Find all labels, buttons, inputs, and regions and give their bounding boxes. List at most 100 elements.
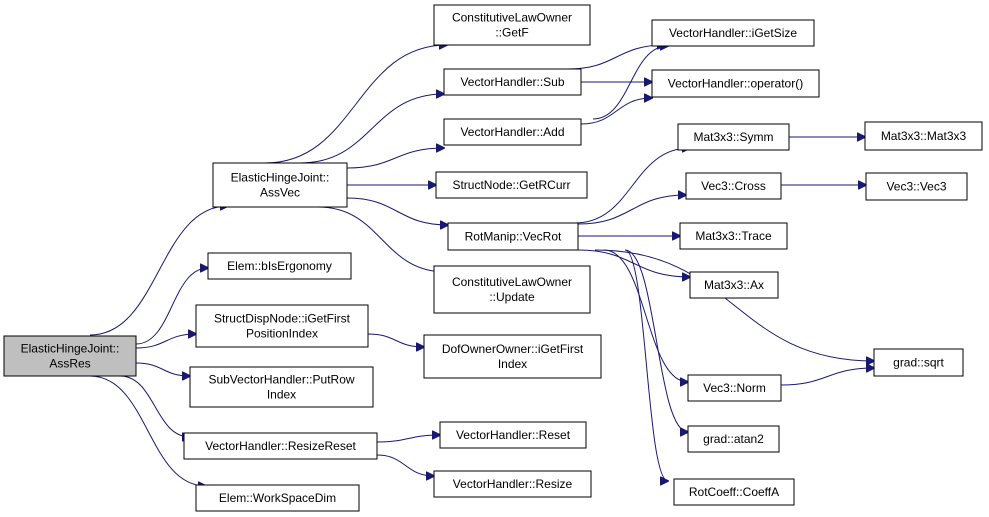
node-coeffa-box [673,478,795,506]
node-trace-box [679,222,788,250]
node-update[interactable]: ConstitutiveLawOwner::Update [433,265,591,314]
call-nodes: ElasticHingeJoint::AssResElasticHingeJoi… [3,4,983,512]
node-getfirstpos-box [195,304,369,348]
edge-vecrot-to-ax [577,249,690,277]
node-resize-box [433,470,592,498]
node-cross[interactable]: Vec3::Cross [685,172,782,200]
node-dofowner-label-0: DofOwnerOwner::iGetFirst [442,342,584,356]
node-root-box [3,335,137,377]
edge-sub-to-igetsize [567,45,665,70]
node-sub-label-0: VectorHandler::Sub [460,75,564,89]
edge-vecrot-to-coeffa [624,249,668,481]
node-atan2[interactable]: grad::atan2 [687,425,780,453]
node-update-label-0: ConstitutiveLawOwner [452,275,572,289]
node-atan2-box [687,425,780,453]
edge-vecrot-to-norm [603,249,688,382]
node-mat3x3-box [864,121,983,151]
node-assvec-label-0: ElasticHingeJoint:: [231,171,330,185]
node-update-box [433,265,591,314]
node-resizereset[interactable]: VectorHandler::ResizeReset [183,432,378,460]
edge-root-to-workspacedim [89,375,206,486]
edge-vecrot-to-symm [574,148,690,224]
node-add-label-0: VectorHandler::Add [460,125,564,139]
node-root-label-1: AssRes [49,357,90,371]
node-workspacedim[interactable]: Elem::WorkSpaceDim [195,484,360,512]
node-ax-box [689,271,779,299]
edge-add-to-igetsize [592,46,668,120]
node-putrow-label-1: Index [267,388,296,402]
node-assvec-label-1: AssVec [260,186,300,200]
node-getrcurr[interactable]: StructNode::GetRCurr [435,171,588,199]
node-vecrot[interactable]: RotManip::VecRot [447,222,579,251]
node-igetsize[interactable]: VectorHandler::iGetSize [651,19,815,47]
node-symm-box [677,123,790,151]
node-dofowner-label-1: Index [498,357,527,371]
node-coeffa[interactable]: RotCoeff::CoeffA [673,478,795,506]
node-bisergonomy-box [207,252,352,280]
call-edges [89,45,874,486]
node-resizereset-box [183,432,378,460]
edge-root-to-resizereset [119,375,190,437]
node-operator-box [651,69,820,98]
edge-assvec-to-update [317,206,446,272]
node-putrow-box [189,366,374,408]
node-ax-label-0: Mat3x3::Ax [704,278,764,292]
node-assvec[interactable]: ElasticHingeJoint::AssVec [212,162,348,208]
node-symm-label-0: Mat3x3::Symm [693,130,773,144]
node-putrow-label-0: SubVectorHandler::PutRow [208,373,354,387]
node-workspacedim-label-0: Elem::WorkSpaceDim [219,491,336,505]
edge-assvec-to-add [346,148,444,169]
node-vecrot-label-0: RotManip::VecRot [465,230,562,244]
node-ax[interactable]: Mat3x3::Ax [689,271,779,299]
node-sqrt-label-0: grad::sqrt [893,356,944,370]
edge-vecrot-to-sqrt [594,249,874,361]
node-norm[interactable]: Vec3::Norm [687,374,782,402]
node-getfirstpos-label-0: StructDispNode::iGetFirst [214,312,351,326]
node-trace[interactable]: Mat3x3::Trace [679,222,788,250]
node-norm-box [687,374,782,402]
node-resize[interactable]: VectorHandler::Resize [433,470,592,498]
node-sub[interactable]: VectorHandler::Sub [443,68,582,96]
edge-root-to-getfirstpos [135,334,196,349]
node-mat3x3[interactable]: Mat3x3::Mat3x3 [864,121,983,151]
node-symm[interactable]: Mat3x3::Symm [677,123,790,151]
node-sqrt[interactable]: grad::sqrt [873,348,964,377]
node-vecrot-box [447,222,579,251]
node-sub-box [443,68,582,96]
node-reset-box [439,421,587,449]
node-bisergonomy[interactable]: Elem::bIsErgonomy [207,252,352,280]
node-getf[interactable]: ConstitutiveLawOwner::GetF [433,4,591,46]
node-resizereset-label-0: VectorHandler::ResizeReset [205,439,356,453]
node-bisergonomy-label-0: Elem::bIsErgonomy [227,259,332,273]
edge-root-to-assvec [89,206,228,336]
node-vec3[interactable]: Vec3::Vec3 [865,172,968,201]
edge-vecrot-to-cross [577,195,686,225]
node-add[interactable]: VectorHandler::Add [443,118,582,146]
node-root-label-0: ElasticHingeJoint:: [21,342,120,356]
node-getrcurr-box [435,171,588,199]
edge-assvec-to-vecrot [346,197,448,225]
node-getrcurr-label-0: StructNode::GetRCurr [452,178,570,192]
node-add-box [443,118,582,146]
node-cross-label-0: Vec3::Cross [701,179,766,193]
edge-root-to-putrow [135,362,190,376]
node-igetsize-box [651,19,815,47]
node-reset[interactable]: VectorHandler::Reset [439,421,587,449]
node-vec3-label-0: Vec3::Vec3 [886,180,946,194]
edge-getfirstpos-to-dofowner [367,333,424,347]
node-root[interactable]: ElasticHingeJoint::AssRes [3,335,137,377]
node-vec3-box [865,172,968,201]
edge-resizereset-to-resize [376,454,434,476]
node-norm-label-0: Vec3::Norm [703,381,766,395]
edge-resizereset-to-reset [376,435,440,443]
edge-assvec-to-getf [264,45,447,164]
node-reset-label-0: VectorHandler::Reset [456,428,571,442]
node-operator[interactable]: VectorHandler::operator() [651,69,820,98]
edge-assvec-to-sub [299,94,444,164]
node-update-label-1: ::Update [489,290,535,304]
node-igetsize-label-0: VectorHandler::iGetSize [669,26,797,40]
